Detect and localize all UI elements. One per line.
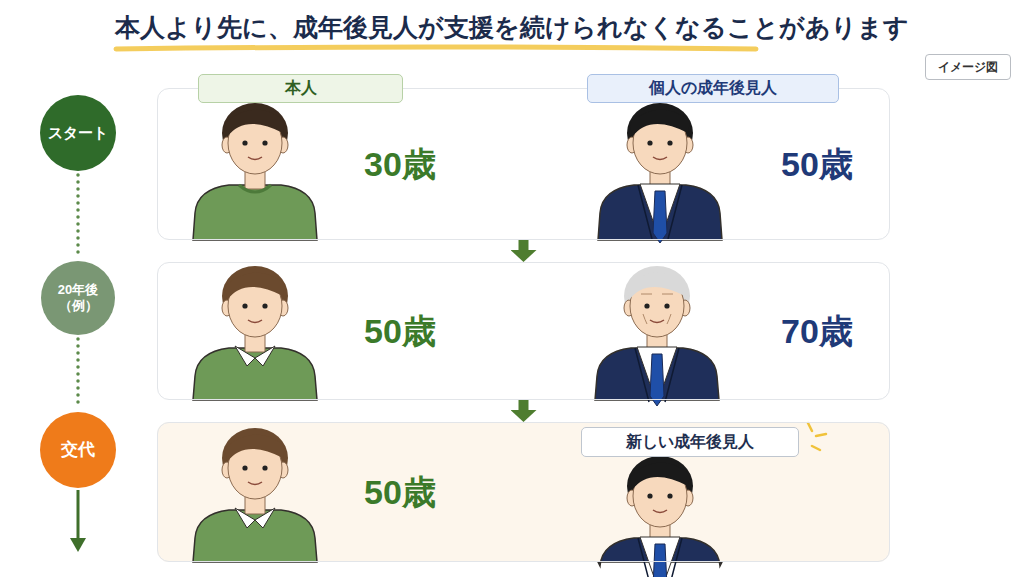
stage-band: 30歳50歳本人個人の成年後見人 [157,88,890,240]
timeline-circle: 20年後 （例） [41,261,115,335]
timeline-arrowhead [70,538,86,552]
age-label: 50歳 [364,312,436,351]
column-header: 本人 [198,74,403,103]
stage-band: 50歳 70歳 [157,262,890,400]
flow-arrow [519,240,529,252]
node-label: 個人の成年後見人 [649,78,777,99]
age-label: 50歳 [781,145,853,184]
node-label: 本人 [285,78,317,99]
sparkle [816,434,826,436]
title-underline [116,47,756,49]
node-label: 20年後 （例） [47,282,109,315]
sparkle [812,446,820,450]
timeline-arrow [77,490,80,540]
node-label: スタート [48,124,108,143]
person-figure [193,103,317,240]
guardian-figure [595,266,719,406]
flow-arrow [519,400,529,412]
node-label: 新しい成年後見人 [626,432,754,453]
band-fill [157,422,890,562]
diagram-title: 本人より先に、成年後見人が支援を続けられなくなることがあります [0,12,1024,42]
timeline-circle: スタート [40,95,116,171]
timeline-circle: 交代 [40,412,116,488]
age-label: 50歳 [364,473,436,512]
person-figure [193,266,317,400]
node-label: 交代 [61,439,95,460]
node-label: イメージ図 [938,59,998,76]
age-label: 70歳 [781,312,853,351]
person-figure [193,428,317,562]
column-header: 個人の成年後見人 [587,74,839,103]
band-fill [157,88,890,240]
timeline-connector [76,339,80,408]
band-fill [157,262,890,400]
guardian-figure [598,103,722,243]
timeline-connector [76,175,80,257]
sparkle [808,423,812,431]
new-guardian-header: 新しい成年後見人 [581,427,799,457]
age-label: 30歳 [364,145,436,184]
image-label: イメージ図 [925,54,1011,80]
guardian-figure [598,456,722,577]
stage-band: 50歳 新しい成年後見人 [157,422,890,562]
